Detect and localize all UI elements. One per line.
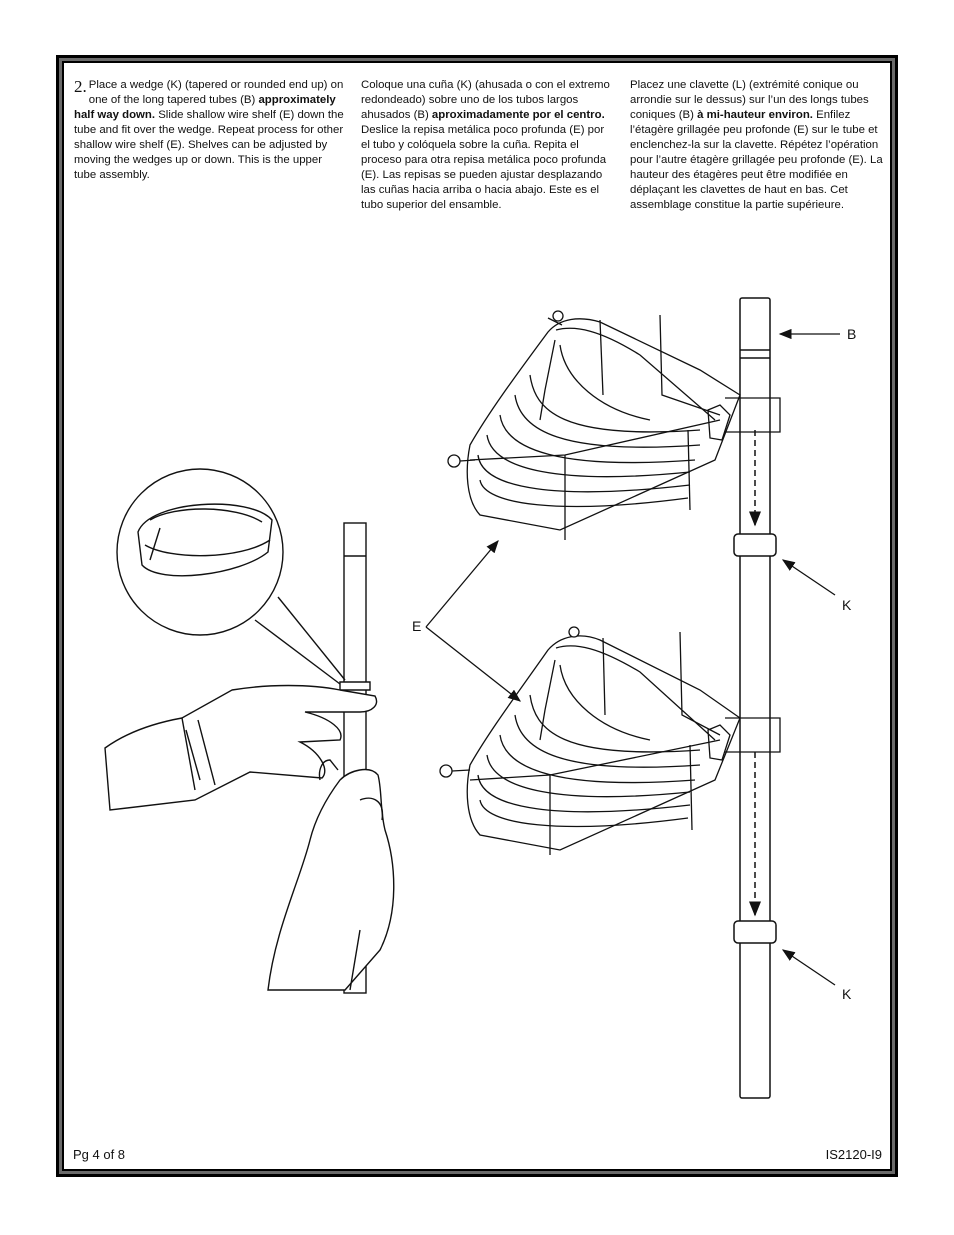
spanish-text-part1: Coloque una cuña (K) (ahusada o con el e… (361, 79, 610, 121)
callouts (425, 328, 840, 986)
page-border-hatch (59, 58, 895, 1174)
label-k-upper: K (842, 597, 852, 613)
shelf-e-lower (439, 626, 781, 855)
english-text-part2: Slide shallow wire shelf (E) down the tu… (74, 109, 344, 181)
instructions-english: 2. Place a wedge (K) (tapered or rounded… (74, 78, 344, 183)
page-number: Pg 4 of 8 (73, 1147, 126, 1162)
hand-tube-illustration (104, 468, 395, 994)
spanish-text-bold: aproximadamente por el centro. (431, 109, 605, 121)
document-id: IS2120-I9 (825, 1147, 882, 1162)
label-k-lower: K (842, 986, 852, 1002)
wedge-k-lower (733, 920, 777, 944)
instructions-french: Placez une clavette (L) (extrémité coniq… (630, 78, 885, 213)
step-number: 2. (74, 77, 87, 96)
page-border-inner (62, 61, 892, 1171)
instructions-spanish: Coloque una cuña (K) (ahusada o con el e… (361, 78, 616, 213)
label-e: E (412, 618, 421, 634)
shelf-e-upper (447, 310, 781, 540)
french-text-part2: Enfilez l’étagère grillagée peu profonde… (630, 109, 883, 211)
wedge-k-upper (733, 533, 777, 557)
spanish-text-part2: Deslice la repisa metálica poco profunda… (361, 124, 607, 211)
label-b: B (847, 326, 856, 342)
french-text-part1: Placez une clavette (L) (extrémité coniq… (630, 79, 869, 121)
tube-b (739, 297, 771, 1099)
pole-assembly (733, 297, 777, 1099)
page-border-outer (56, 55, 898, 1177)
english-text-bold: approximately half way down. (74, 94, 336, 121)
french-text-bold: à mi-hauteur environ. (697, 109, 813, 121)
english-text-part1: Place a wedge (K) (tapered or rounded en… (88, 79, 344, 106)
